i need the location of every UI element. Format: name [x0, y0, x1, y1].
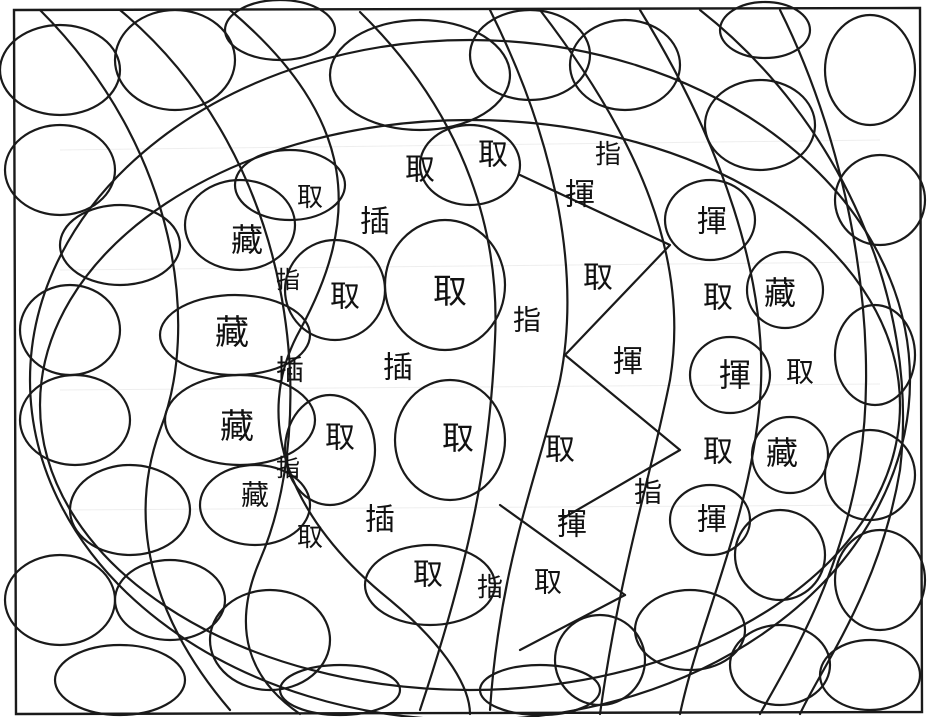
- char-qu: 取: [442, 419, 474, 457]
- char-hui: 揮: [719, 356, 751, 394]
- arc-structure: [30, 10, 910, 717]
- char-zhi: 指: [477, 573, 503, 603]
- char-cang: 藏: [766, 434, 798, 472]
- char-hui: 揮: [565, 178, 595, 213]
- char-cang: 藏: [220, 407, 254, 447]
- char-hui: 揮: [697, 205, 727, 240]
- char-qu: 取: [478, 138, 508, 173]
- char-cang: 藏: [231, 221, 263, 259]
- char-cang: 藏: [241, 479, 269, 512]
- char-cha: 插: [365, 503, 395, 538]
- char-hui: 揮: [557, 508, 587, 543]
- char-zhi: 指: [276, 454, 300, 482]
- char-qu: 取: [786, 356, 814, 389]
- char-qu: 取: [703, 281, 733, 316]
- char-qu: 取: [534, 566, 562, 599]
- char-cha: 插: [383, 351, 413, 386]
- char-qu: 取: [325, 421, 355, 456]
- char-zhi: 指: [513, 304, 541, 337]
- char-qu: 取: [433, 272, 467, 312]
- char-zhi: 指: [595, 140, 621, 170]
- char-cha: 插: [360, 205, 390, 240]
- char-qu: 取: [405, 153, 435, 188]
- char-qu: 取: [545, 433, 575, 468]
- char-cang: 藏: [764, 274, 796, 312]
- char-zhi: 指: [276, 266, 300, 294]
- char-zhi: 指: [634, 476, 662, 509]
- char-qu: 取: [330, 280, 360, 315]
- char-qu: 取: [703, 435, 733, 470]
- char-qu: 取: [413, 558, 443, 593]
- char-hui: 揮: [697, 503, 727, 538]
- char-qu: 取: [583, 261, 613, 296]
- char-cang: 藏: [215, 313, 249, 353]
- char-hui: 揮: [613, 345, 643, 380]
- char-qu: 取: [297, 183, 323, 213]
- char-cha: 插: [276, 354, 304, 387]
- character-labels: 藏 藏 藏 藏 藏 藏 取 取 取 取 取 取 取 取 取 取 取 取 取 取 …: [215, 138, 814, 604]
- char-qu: 取: [297, 523, 323, 553]
